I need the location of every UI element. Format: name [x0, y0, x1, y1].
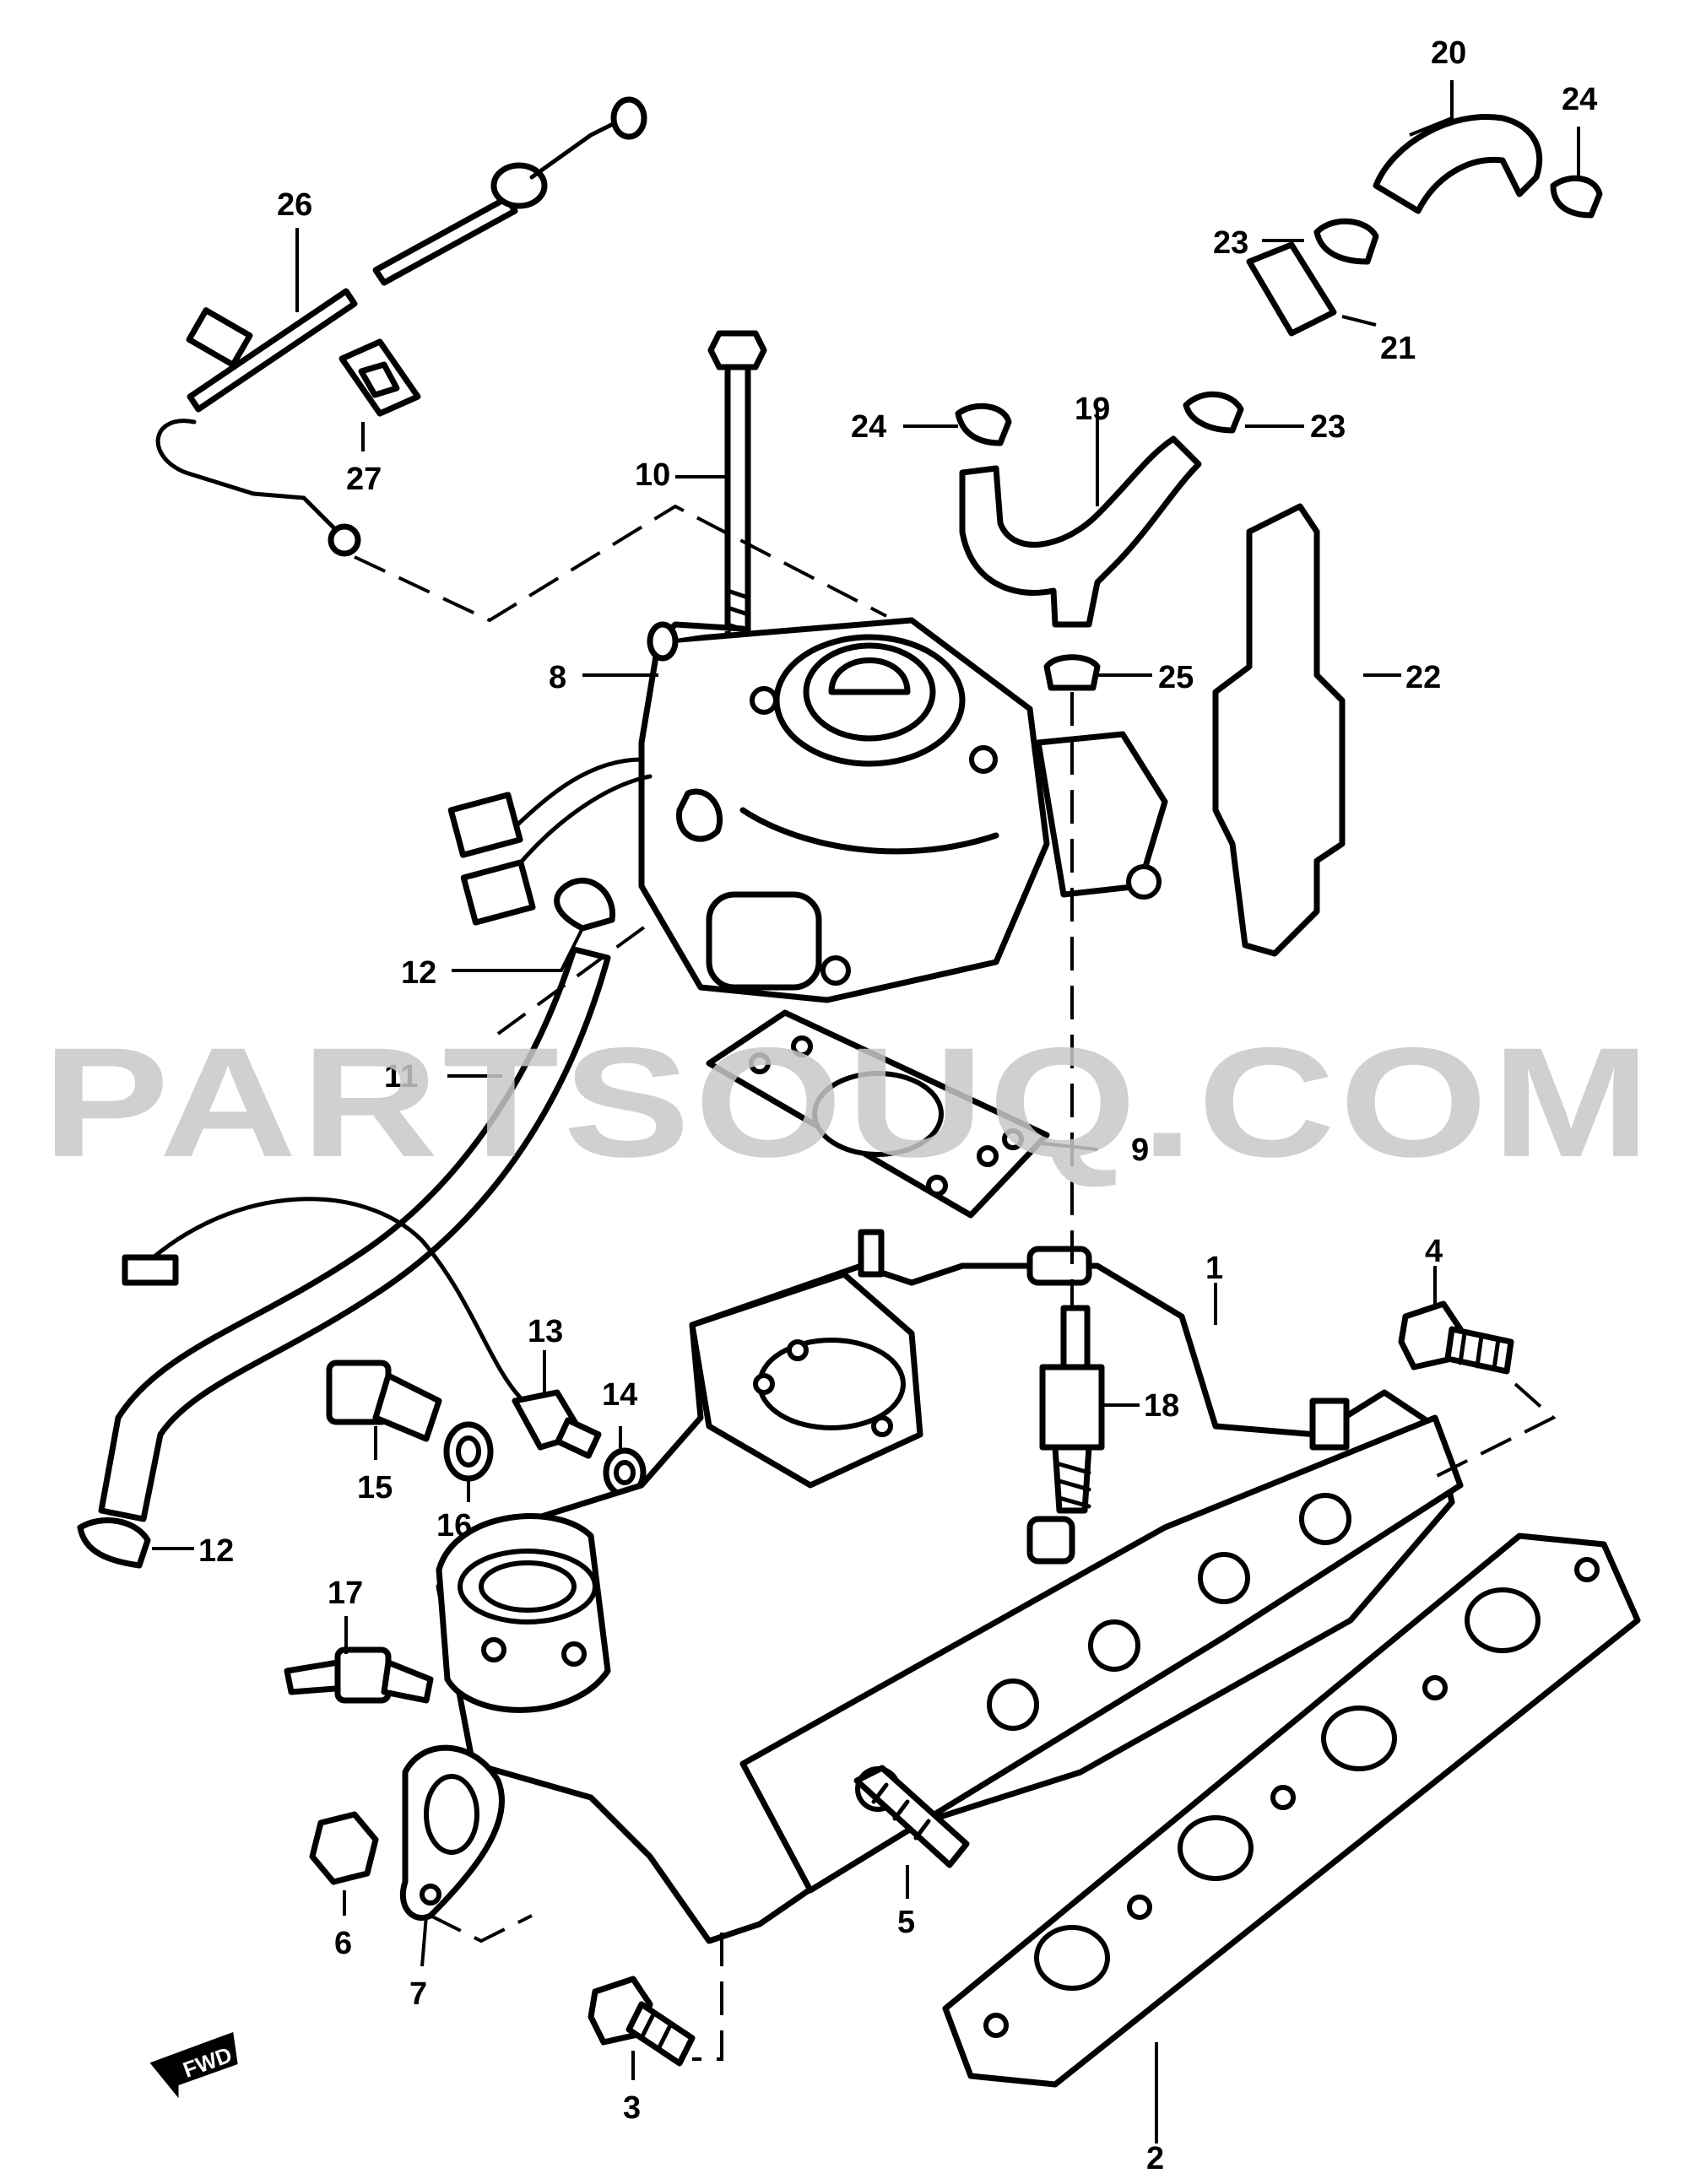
- callout-12b: 12: [198, 1533, 234, 1569]
- callout-1: 1: [1205, 1251, 1223, 1286]
- sensor-gasket-16[interactable]: [443, 1421, 494, 1482]
- callout-11: 11: [384, 1059, 418, 1095]
- hose-clamp-upper[interactable]: [554, 878, 616, 932]
- callout-24b: 24: [851, 409, 886, 445]
- callout-6: 6: [334, 1926, 352, 1961]
- callout-9: 9: [1131, 1133, 1149, 1168]
- watermark-text: PARTSOUQ.COM: [42, 1016, 1654, 1190]
- hose-clamp-24-upper[interactable]: [1550, 175, 1603, 219]
- callout-4: 4: [1425, 1234, 1443, 1269]
- sensor-wire: [141, 1197, 526, 1403]
- callout-22: 22: [1405, 660, 1441, 695]
- callout-26: 26: [277, 187, 312, 223]
- vacuum-hose[interactable]: [98, 946, 611, 1522]
- callout-21: 21: [1380, 331, 1416, 366]
- air-temp-sensor[interactable]: [512, 1389, 602, 1459]
- vacuum-cap[interactable]: [1043, 654, 1101, 691]
- bolt-3[interactable]: [588, 1976, 696, 2067]
- stud-5[interactable]: [853, 1765, 970, 1868]
- callout-17: 17: [328, 1576, 363, 1611]
- callout-3: 3: [623, 2090, 641, 2126]
- callout-2: 2: [1146, 2141, 1164, 2176]
- nut-6[interactable]: [309, 1811, 379, 1885]
- front-mark-label: FWD: [180, 2041, 236, 2082]
- temp-gauge-sensor[interactable]: [326, 1360, 442, 1442]
- pcv-pipe-21[interactable]: [1246, 241, 1337, 337]
- callout-8: 8: [549, 660, 566, 695]
- callout-5: 5: [897, 1905, 915, 1940]
- callout-23b: 23: [1310, 409, 1346, 445]
- callout-19: 19: [1075, 392, 1110, 427]
- callout-27: 27: [346, 462, 382, 497]
- callout-13: 13: [528, 1314, 563, 1349]
- front-direction-arrow: FWD: [149, 2031, 238, 2099]
- leader-lines: [152, 80, 1580, 2143]
- callout-16: 16: [436, 1508, 472, 1543]
- hose-clamp-23-upper[interactable]: [1313, 218, 1379, 265]
- callout-24a: 24: [1562, 82, 1597, 117]
- callout-23a: 23: [1213, 225, 1248, 261]
- thermo-switch[interactable]: [284, 1646, 434, 1704]
- callout-14: 14: [602, 1377, 637, 1413]
- callout-10: 10: [635, 457, 670, 493]
- callout-20: 20: [1431, 35, 1466, 71]
- vacuum-fitting[interactable]: [1039, 1305, 1105, 1514]
- throttle-body-gasket[interactable]: [706, 1009, 1050, 1219]
- callout-15: 15: [357, 1470, 393, 1506]
- callout-12a: 12: [401, 955, 436, 991]
- callout-25: 25: [1158, 660, 1194, 695]
- bolt-4[interactable]: [1398, 1300, 1514, 1375]
- hose-clamp-lower[interactable]: [77, 1517, 151, 1569]
- manifold-gasket[interactable]: [942, 1533, 1641, 2088]
- throttle-body[interactable]: [447, 617, 1168, 1003]
- heat-shield[interactable]: [1212, 503, 1346, 957]
- pcv-hose-20[interactable]: [1373, 114, 1543, 214]
- throttle-cable[interactable]: [155, 96, 647, 557]
- cable-clamp[interactable]: [338, 338, 421, 417]
- hose-clamp-24-lower[interactable]: [955, 403, 1012, 446]
- callout-labels: 1 2 3 4 5 6 7 8 9 10 11 12 12 13 14 15 1…: [198, 35, 1597, 2176]
- callout-7: 7: [409, 1976, 427, 2012]
- intake-manifold[interactable]: [436, 1229, 1464, 1944]
- gasket-7[interactable]: [399, 1744, 505, 1922]
- pcv-hose-19[interactable]: [959, 435, 1202, 628]
- hose-clamp-23-lower[interactable]: [1183, 391, 1244, 434]
- wire-connector[interactable]: [122, 1254, 179, 1286]
- callout-18: 18: [1144, 1388, 1179, 1424]
